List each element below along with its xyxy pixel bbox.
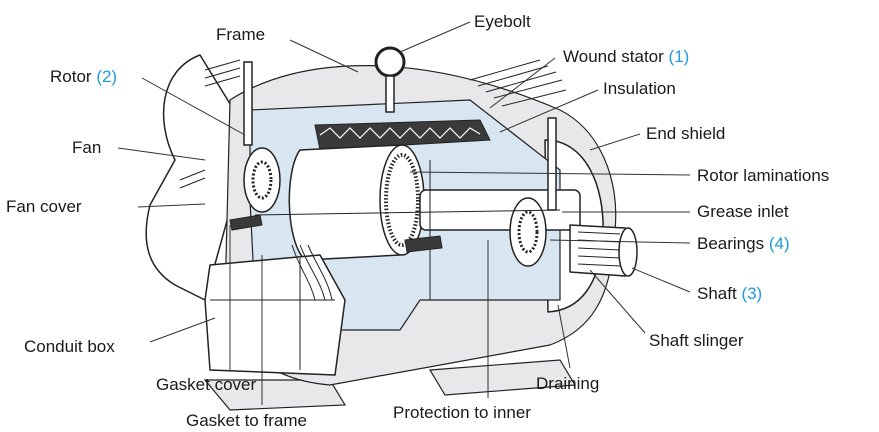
shaft-end-face <box>618 227 638 277</box>
conduit-wires <box>291 244 333 301</box>
leader-conduit-box <box>149 317 216 343</box>
label-conduit-box: Conduit box <box>24 337 115 356</box>
leader-wound-stator <box>489 57 556 109</box>
bearing-right-inner <box>517 210 539 254</box>
label-draining: Draining <box>536 374 599 393</box>
bearing-left-inner <box>251 160 273 200</box>
frame-bolt-right <box>547 117 557 211</box>
leader-draining <box>557 304 571 369</box>
label-protection-to-inner: Protection to inner <box>393 403 531 422</box>
motor-foot-left <box>203 379 347 411</box>
leader-frame <box>289 39 359 73</box>
leader-lines <box>117 21 691 405</box>
leader-fan-cover <box>137 203 206 208</box>
frame-bolt-left <box>243 61 253 146</box>
label-fan: Fan <box>72 138 101 157</box>
label-eyebolt: Eyebolt <box>474 12 531 31</box>
leader-shaft-slinger <box>589 269 646 334</box>
leader-insulation <box>499 89 599 133</box>
label-rotor-laminations: Rotor laminations <box>697 166 829 185</box>
rotor-laminations-ring <box>384 153 420 247</box>
label-fan-cover: Fan cover <box>6 197 82 216</box>
label-wound-stator: Wound stator (1) <box>563 47 689 66</box>
fan-cover-ribs <box>179 59 241 189</box>
label-shaft-slinger: Shaft slinger <box>649 331 744 350</box>
motor-foot-right <box>428 359 577 396</box>
label-end-shield: End shield <box>646 124 725 143</box>
label-shaft: Shaft (3) <box>697 284 762 303</box>
bearing-left <box>243 147 281 213</box>
label-grease-inlet: Grease inlet <box>697 202 789 221</box>
bearing-right <box>509 197 547 267</box>
leader-shaft <box>631 267 691 293</box>
leader-bearings <box>549 239 691 244</box>
label-frame: Frame <box>216 25 265 44</box>
protection-lip <box>404 235 443 253</box>
leader-end-shield <box>589 133 641 151</box>
leader-rotor-laminations <box>409 171 691 176</box>
leader-fan <box>117 147 206 161</box>
labels: Frame Eyebolt Wound stator (1) Insulatio… <box>6 12 829 430</box>
leader-rotor <box>141 77 246 136</box>
eyebolt-ring <box>374 46 406 78</box>
label-insulation: Insulation <box>603 79 676 98</box>
eyebolt-stem <box>385 75 395 113</box>
stator-zigzag <box>319 127 481 139</box>
label-gasket-to-frame: Gasket to frame <box>186 411 307 430</box>
frame-cooling-fins <box>469 59 567 107</box>
conduit-box-shape <box>204 254 346 376</box>
label-rotor: Rotor (2) <box>50 67 117 86</box>
fan-cover-housing <box>145 54 241 301</box>
motor-illustration <box>145 46 638 411</box>
leader-eyebolt <box>399 21 471 53</box>
label-gasket-cover: Gasket cover <box>156 375 256 394</box>
gasket-strip <box>229 214 263 231</box>
label-bearings: Bearings (4) <box>697 234 790 253</box>
